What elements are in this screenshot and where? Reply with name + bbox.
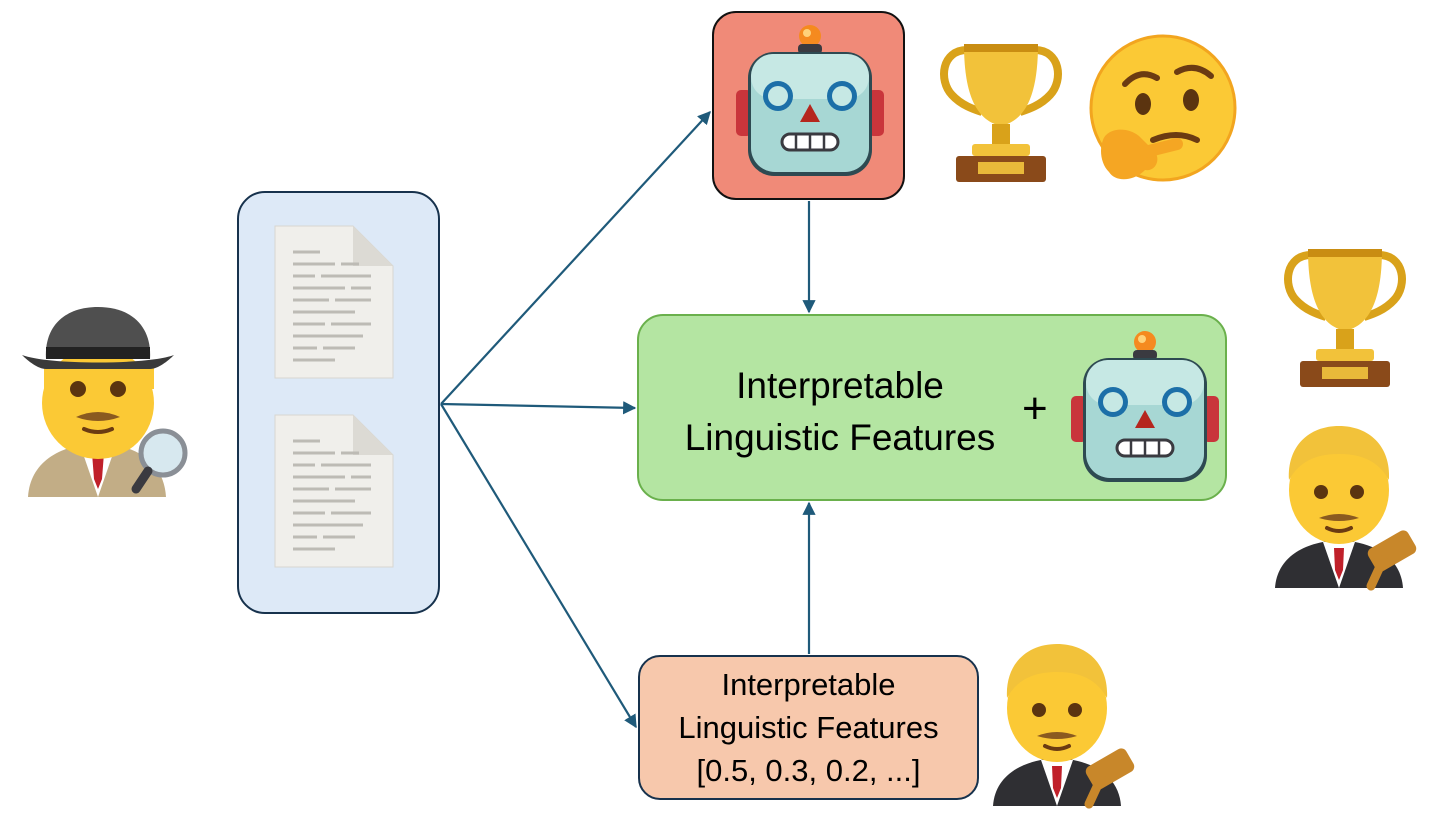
thinking-face-icon bbox=[1089, 34, 1237, 182]
judge-icon bbox=[1275, 426, 1417, 591]
document-icon bbox=[274, 225, 394, 379]
feature-label-line1: Interpretable bbox=[721, 667, 896, 702]
arrow-docs-to-robot bbox=[440, 111, 711, 405]
feature-vector-values: [0.5, 0.3, 0.2, ...] bbox=[696, 753, 921, 788]
trophy-icon bbox=[940, 44, 1062, 182]
combined-box-label: Interpretable Linguistic Features bbox=[650, 360, 1030, 464]
feature-vector-box bbox=[638, 655, 979, 800]
document-icon bbox=[274, 414, 394, 568]
robot-icon bbox=[1071, 331, 1219, 482]
plus-sign: + bbox=[1022, 384, 1048, 433]
trophy-icon bbox=[1284, 249, 1406, 387]
feature-box-label: Interpretable Linguistic Features [0.5, … bbox=[638, 663, 979, 792]
detective-icon bbox=[22, 307, 188, 497]
feature-label-line2: Linguistic Features bbox=[678, 710, 939, 745]
combined-label-line1: Interpretable bbox=[736, 365, 944, 406]
arrow-docs-to-combined bbox=[440, 401, 637, 415]
combined-label-line2: Linguistic Features bbox=[684, 417, 996, 458]
arrow-docs-to-features bbox=[440, 403, 637, 729]
judge-icon bbox=[993, 644, 1135, 809]
robot-icon bbox=[736, 25, 884, 176]
